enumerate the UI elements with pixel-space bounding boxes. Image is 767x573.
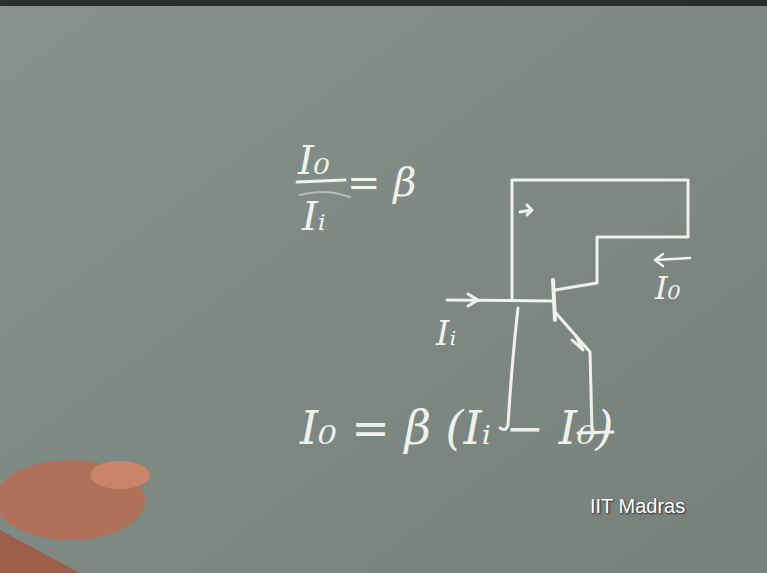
output-current-arrow [655, 254, 690, 266]
transistor-base-bar [553, 280, 555, 320]
fraction-denominator: Iᵢ [302, 196, 326, 236]
board-edge [0, 0, 767, 6]
lecturer-hand [0, 460, 150, 573]
watermark: IIT Madras [590, 496, 685, 516]
feedback-current-arrow [520, 205, 532, 215]
emitter-arrow [572, 338, 583, 350]
output-current-label: I₀ [655, 272, 680, 304]
fraction-numerator: I₀ [298, 140, 330, 180]
transistor-circuit [297, 180, 690, 433]
base-wire [447, 300, 552, 301]
base-current-arrow [468, 294, 478, 306]
equation: I₀ = β (Iᵢ − I₀) [300, 405, 613, 451]
input-current-label: Iᵢ [436, 316, 456, 350]
fraction-bar [297, 180, 345, 182]
gain-symbol: = β [347, 162, 416, 202]
